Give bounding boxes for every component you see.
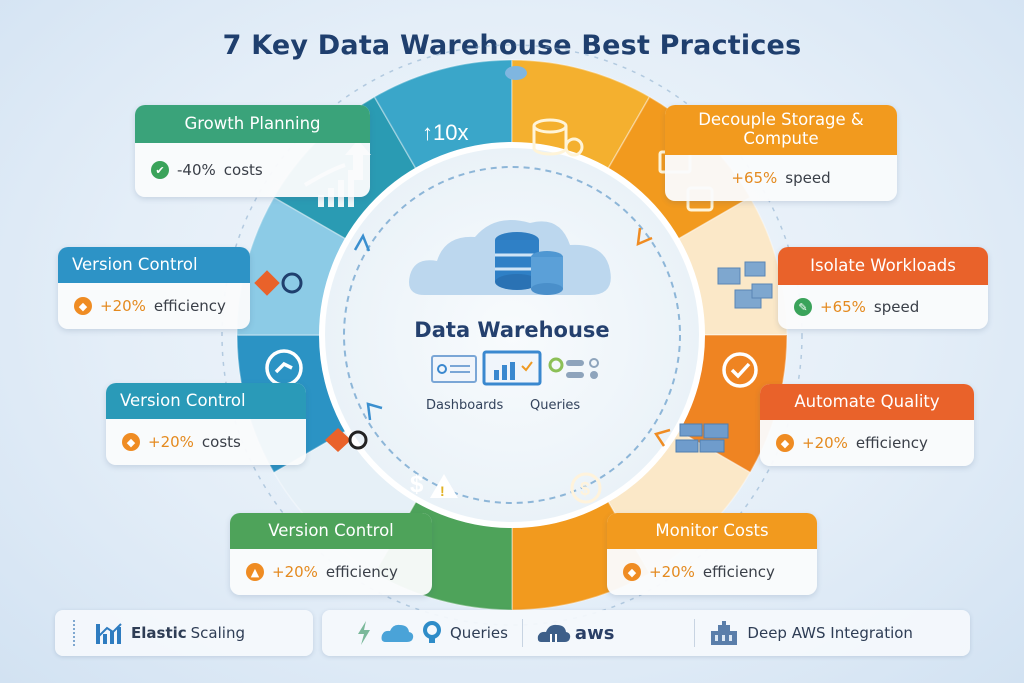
aws-label: aws bbox=[574, 622, 615, 644]
svg-text:$: $ bbox=[580, 479, 590, 499]
card-decouple: Decouple Storage & Compute +65% speed bbox=[665, 105, 897, 201]
card-unit: speed bbox=[785, 169, 831, 187]
diamond-icon: ◆ bbox=[776, 434, 794, 452]
card-metric: +20% bbox=[272, 563, 318, 581]
dollar-alert-icon: $ bbox=[410, 471, 424, 498]
card-metric: +65% bbox=[820, 298, 866, 316]
svg-text:!: ! bbox=[440, 483, 445, 499]
card-version-control-2: Version Control ◆ +20% costs bbox=[106, 383, 306, 465]
card-growth-planning: Growth Planning ✔ -40% costs bbox=[135, 105, 370, 197]
diamond-icon: ◆ bbox=[122, 433, 140, 451]
card-unit: costs bbox=[223, 161, 263, 179]
queries-label: Queries bbox=[450, 624, 508, 642]
aws-cloud-icon bbox=[537, 624, 571, 642]
card-unit: speed bbox=[873, 298, 920, 316]
card-title: Version Control bbox=[58, 247, 250, 283]
check-icon: ✔ bbox=[151, 161, 169, 179]
boxes-icon bbox=[717, 261, 773, 309]
card-unit: efficiency bbox=[153, 297, 226, 315]
card-isolate-workloads: Isolate Workloads ✎ +65% speed bbox=[778, 247, 988, 329]
lightning-icon bbox=[358, 621, 370, 645]
building-icon bbox=[711, 621, 738, 645]
card-unit: costs bbox=[201, 433, 241, 451]
bottom-bar-left: Elastic Scaling bbox=[55, 610, 313, 656]
card-version-control-1: Version Control ◆ +20% efficiency bbox=[58, 247, 250, 329]
card-monitor-costs: Monitor Costs ◆ +20% efficiency bbox=[607, 513, 817, 595]
bar-chart-icon bbox=[96, 623, 122, 644]
cloud-icon bbox=[381, 624, 414, 642]
scale-text: ↑10x bbox=[422, 120, 468, 145]
lightbulb-icon bbox=[423, 621, 441, 643]
bottom-bar-right: Queries aws Deep AWS Integration bbox=[322, 610, 970, 656]
card-title: Isolate Workloads bbox=[778, 247, 988, 285]
page-title: 7 Key Data Warehouse Best Practices bbox=[222, 30, 802, 61]
diamond-icon: ◆ bbox=[74, 297, 92, 315]
card-title: Monitor Costs bbox=[607, 513, 817, 549]
tag-icon: ✎ bbox=[794, 298, 812, 316]
center-label: Data Warehouse bbox=[414, 318, 610, 342]
card-title: Automate Quality bbox=[760, 384, 974, 420]
git-icon bbox=[254, 270, 303, 296]
card-unit: efficiency bbox=[325, 563, 398, 581]
deep-aws-label: Deep AWS Integration bbox=[747, 624, 913, 642]
scaling-label: Scaling bbox=[190, 624, 245, 642]
card-title: Decouple Storage & Compute bbox=[665, 105, 897, 155]
card-metric: -40% bbox=[177, 161, 216, 179]
card-title: Version Control bbox=[106, 383, 306, 419]
dashboards-caption: Dashboards bbox=[426, 398, 504, 413]
card-metric: +65% bbox=[731, 169, 778, 187]
server-icon bbox=[675, 423, 729, 453]
check-icon bbox=[722, 352, 758, 388]
arrow-icon bbox=[353, 233, 371, 252]
card-metric: +20% bbox=[802, 434, 848, 452]
card-metric: +20% bbox=[148, 433, 194, 451]
card-title: Version Control bbox=[230, 513, 432, 549]
card-version-control-3: Version Control ▲ +20% efficiency bbox=[230, 513, 432, 595]
triangle-icon: ▲ bbox=[246, 563, 264, 581]
elastic-label: Elastic bbox=[131, 624, 187, 642]
dollar-cycle-icon bbox=[570, 472, 602, 504]
diamond-icon: ◆ bbox=[623, 563, 641, 581]
arrow-icon bbox=[366, 402, 383, 421]
arrow-icon bbox=[654, 428, 671, 447]
card-unit: efficiency bbox=[702, 563, 775, 581]
arrow-icon bbox=[636, 227, 653, 247]
card-metric: +20% bbox=[100, 297, 146, 315]
card-metric: +20% bbox=[649, 563, 695, 581]
git-icon bbox=[325, 428, 368, 452]
dashboard-icon bbox=[431, 350, 599, 386]
cloud-database-icon bbox=[409, 220, 611, 295]
card-title: Growth Planning bbox=[135, 105, 370, 143]
card-automate-quality: Automate Quality ◆ +20% efficiency bbox=[760, 384, 974, 466]
database-icon bbox=[532, 118, 584, 157]
cloud-icon bbox=[505, 66, 527, 80]
queries-caption: Queries bbox=[530, 398, 581, 413]
card-unit: efficiency bbox=[855, 434, 928, 452]
